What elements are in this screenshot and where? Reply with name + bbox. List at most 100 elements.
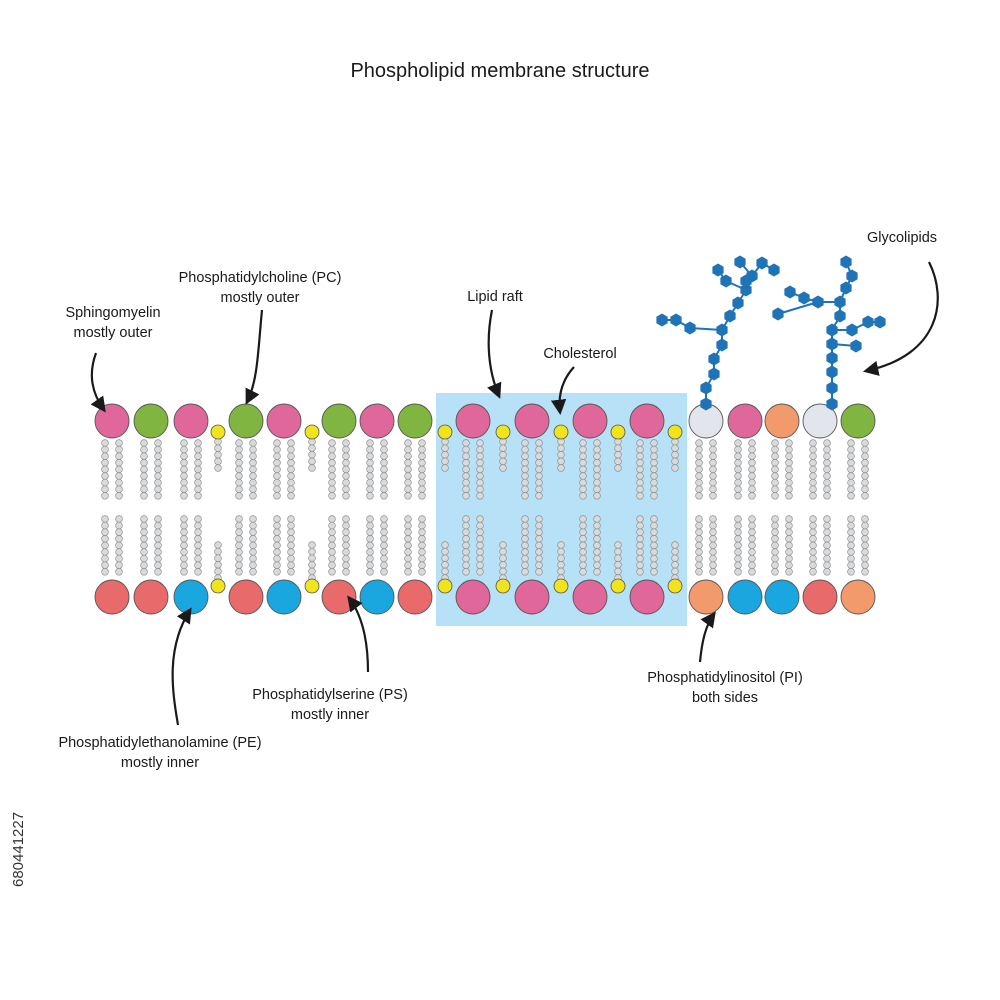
cholesterol-tail (441, 541, 449, 582)
lipid-tail (404, 515, 412, 576)
sugar-icon (834, 295, 846, 309)
cholesterol-head (610, 578, 626, 594)
sugar-icon (840, 255, 852, 269)
lipid-tail (636, 439, 644, 500)
lipid-tail (404, 439, 412, 500)
lipid-tail (462, 439, 470, 500)
lipid-tail (771, 515, 779, 576)
sugar-icon (708, 367, 720, 381)
lipid-tail (154, 439, 162, 500)
sugar-icon (850, 339, 862, 353)
pc-head (133, 403, 169, 439)
cholesterol-head (667, 578, 683, 594)
sugar-icon (720, 274, 732, 288)
lipid-tail (154, 515, 162, 576)
sugar-icon (740, 283, 752, 297)
glycolipid-sugar-chain (772, 255, 886, 411)
lipid-tail (180, 439, 188, 500)
lipid-tail (342, 439, 350, 500)
lipid-tail (748, 515, 756, 576)
sugar-icon (840, 281, 852, 295)
lipid-tail (235, 515, 243, 576)
sphingomyelin-head (727, 403, 763, 439)
sugar-icon (826, 351, 838, 365)
sugar-icon (874, 315, 886, 329)
sugar-icon (798, 291, 810, 305)
sugar-icon (670, 313, 682, 327)
glycolipid-head (802, 403, 838, 439)
cholesterol-head (495, 424, 511, 440)
lipid-tail (235, 439, 243, 500)
lipid-tail (636, 515, 644, 576)
lipid-tail (709, 515, 717, 576)
lipid-tail (535, 515, 543, 576)
lipid-tail (249, 515, 257, 576)
arrow-sphingomyelin (90, 352, 106, 413)
lipid-tail (115, 515, 123, 576)
lipid-tail (521, 515, 529, 576)
sphingomyelin-head (173, 403, 209, 439)
pc-head (321, 403, 357, 439)
sugar-icon (826, 365, 838, 379)
sugar-icon (846, 269, 858, 283)
glycolipid-sugar-chain (656, 255, 780, 411)
sugar-icon (772, 307, 784, 321)
label-phosphatidylserine: Phosphatidylserine (PS)mostly inner (252, 687, 408, 723)
lipid-tail (180, 515, 188, 576)
lipid-tail (418, 439, 426, 500)
ps-head (764, 579, 800, 615)
arrow-phosphatidylethanolamine (171, 607, 192, 726)
lipid-tail (273, 439, 281, 500)
ps-head (266, 579, 302, 615)
sphingomyelin-head (94, 403, 130, 439)
lipid-tail (328, 439, 336, 500)
page-title: Phospholipid membrane structure (350, 60, 650, 82)
sphingomyelin-head (629, 403, 665, 439)
pi-head (840, 579, 876, 615)
lipid-tail (650, 439, 658, 500)
cholesterol-head (553, 578, 569, 594)
cholesterol-tail (614, 541, 622, 582)
ps-head (359, 579, 395, 615)
cholesterol-head (495, 578, 511, 594)
sugar-icon (684, 321, 696, 335)
sugar-icon (826, 381, 838, 395)
cholesterol-tail (671, 541, 679, 582)
cholesterol-head (210, 578, 226, 594)
arrow-phosphatidylinositol (698, 611, 716, 663)
cholesterol-head (667, 424, 683, 440)
lipid-tail (734, 439, 742, 500)
lipid-tail (823, 515, 831, 576)
sugar-icon (700, 381, 712, 395)
sugar-icon (740, 274, 752, 288)
lipid-tail (194, 515, 202, 576)
lipid-tail (579, 439, 587, 500)
lipid-tail (535, 439, 543, 500)
lipid-tail (476, 515, 484, 576)
lipid-tail (287, 515, 295, 576)
cholesterol-tail (214, 541, 222, 582)
sugar-icon (846, 323, 858, 337)
lipid-tail (593, 439, 601, 500)
sugar-icon (734, 255, 746, 269)
cholesterol-head (553, 424, 569, 440)
sugar-icon (724, 309, 736, 323)
arrow-glycolipids (862, 261, 939, 376)
lipid-tail (366, 515, 374, 576)
ps-head (173, 579, 209, 615)
sugar-icon (756, 256, 768, 270)
cholesterol-head (437, 578, 453, 594)
lipid-tail (695, 515, 703, 576)
ps-head (727, 579, 763, 615)
sphingomyelin-head (572, 579, 608, 615)
lipid-tail (273, 515, 281, 576)
sphingomyelin-head (455, 403, 491, 439)
pe-head (321, 579, 357, 615)
lipid-tail (342, 515, 350, 576)
lipid-tail (847, 439, 855, 500)
label-cholesterol: Cholesterol (543, 346, 617, 362)
pc-head (840, 403, 876, 439)
label-phosphatidylethanolamine: Phosphatidylethanolamine (PE)mostly inne… (58, 735, 262, 771)
sugar-icon (732, 296, 744, 310)
cholesterol-tail (557, 541, 565, 582)
